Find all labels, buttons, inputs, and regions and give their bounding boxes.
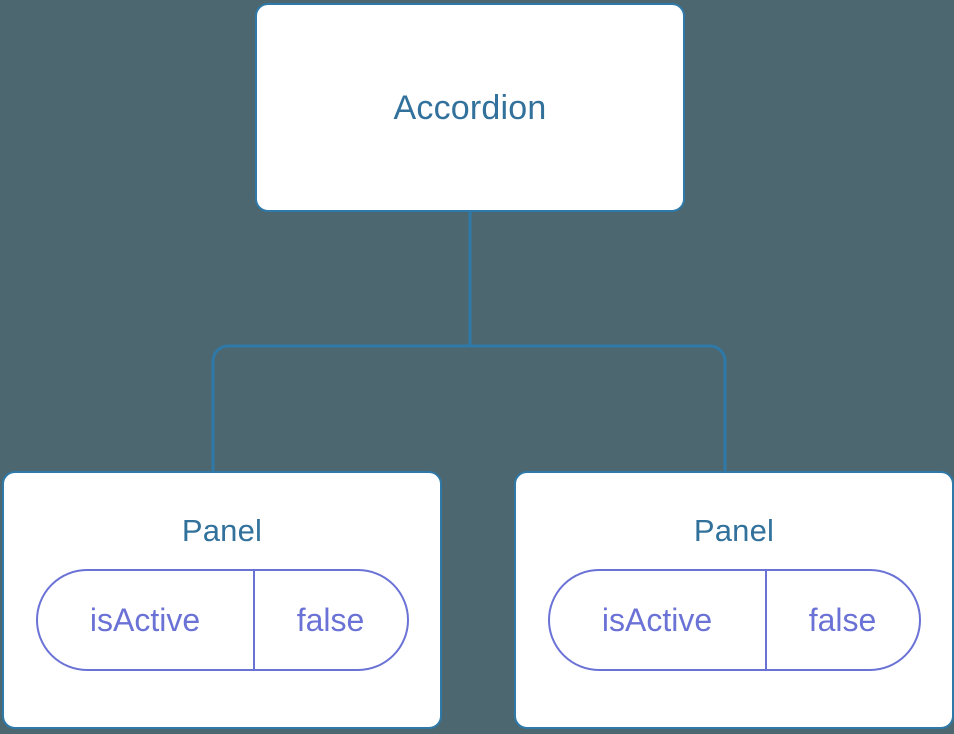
node-panel-1[interactable]: Panel isActive false <box>2 471 442 729</box>
node-panel-2-label: Panel <box>693 513 775 548</box>
node-accordion[interactable]: Accordion <box>255 3 685 212</box>
state-pill-panel-2-key: isActive <box>550 571 767 669</box>
node-accordion-label: Accordion <box>393 88 547 127</box>
node-panel-1-label: Panel <box>181 513 263 548</box>
node-panel-2[interactable]: Panel isActive false <box>514 471 954 729</box>
state-pill-panel-2-value: false <box>808 602 877 638</box>
edge-root-to-panel-2 <box>470 344 727 471</box>
state-pill-panel-1-value: false <box>296 602 365 638</box>
state-pill-panel-1[interactable]: isActive false <box>35 569 409 671</box>
edge-root-to-panel-1 <box>211 344 470 471</box>
state-pill-panel-2[interactable]: isActive false <box>547 569 921 671</box>
state-pill-panel-1-key: isActive <box>38 571 255 669</box>
